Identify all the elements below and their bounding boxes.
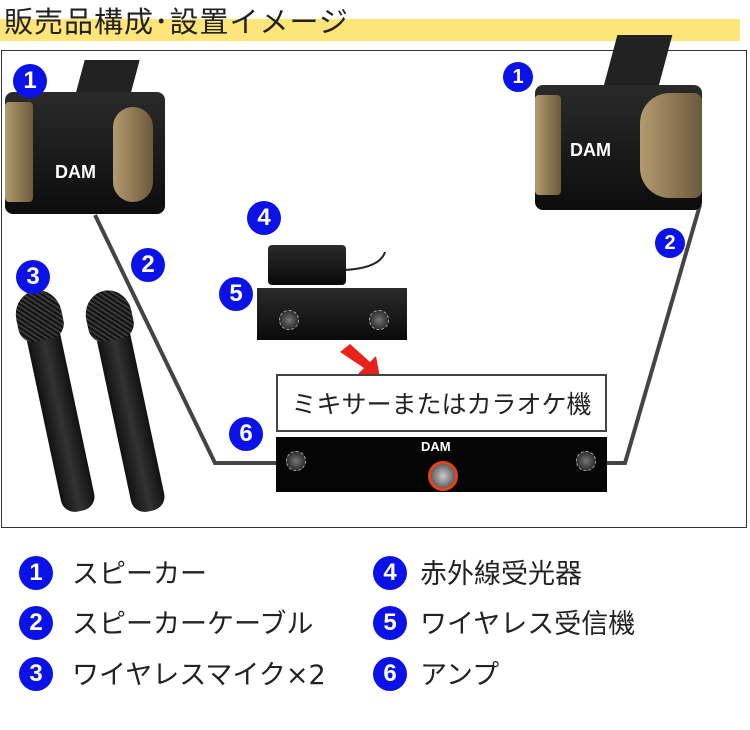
amplifier: DAM: [276, 437, 607, 492]
badge-3: 3: [16, 260, 50, 294]
speaker-mount-left: [75, 60, 140, 95]
speaker-cable-right: [605, 204, 702, 465]
badge-4: 4: [247, 201, 281, 235]
volume-b-knob: [369, 310, 389, 330]
receiver-cord: [344, 251, 386, 271]
headphone-knob: [576, 451, 596, 471]
legend-badge-3: 3: [19, 657, 53, 691]
badge-1-left: 1: [13, 64, 47, 98]
echo-knob: [286, 451, 306, 471]
infrared-receiver: [268, 245, 346, 285]
legend-item-wireless-receiver: ワイヤレス受信機: [420, 609, 636, 640]
speaker-right: DAM: [535, 85, 702, 210]
volume-a-knob: [279, 310, 299, 330]
legend-badge-2: 2: [19, 606, 53, 640]
badge-2-left: 2: [131, 248, 165, 282]
speaker-cable-left: [93, 214, 278, 465]
setup-diagram-frame: [1, 50, 747, 528]
legend-item-speaker: スピーカー: [72, 559, 207, 590]
legend-item-wireless-mic: ワイヤレスマイク×2: [72, 660, 326, 691]
title-highlight: [0, 19, 740, 41]
badge-5: 5: [219, 277, 253, 311]
wireless-receiver: [257, 288, 407, 340]
badge-1-right: 1: [503, 62, 533, 92]
legend-badge-5: 5: [373, 606, 407, 640]
badge-6: 6: [229, 417, 263, 451]
legend-badge-1: 1: [19, 556, 53, 590]
badge-2-right: 2: [655, 228, 685, 258]
legend-item-speaker-cable: スピーカーケーブル: [72, 609, 314, 640]
cables: [93, 204, 702, 465]
legend-badge-4: 4: [373, 556, 407, 590]
page-title: 販売品構成･設置イメージ: [4, 5, 349, 39]
mixer-label: ミキサーまたはカラオケ機: [276, 374, 607, 432]
legend-item-ir-receiver: 赤外線受光器: [420, 559, 582, 590]
legend-item-amp: アンプ: [420, 660, 500, 691]
arrow-icon: [340, 344, 380, 378]
speaker-left: DAM: [5, 92, 165, 214]
master-volume-knob: [428, 461, 458, 491]
legend-badge-6: 6: [373, 657, 407, 691]
